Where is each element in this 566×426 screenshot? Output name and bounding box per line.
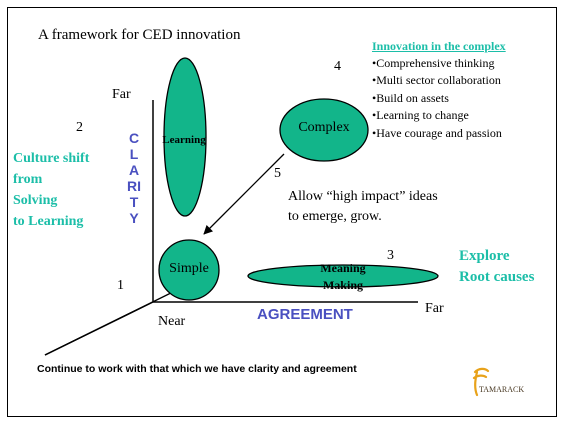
learning-label: Learning: [162, 134, 206, 146]
slide-title: A framework for CED innovation: [38, 27, 241, 43]
high-impact-note: Allow “high impact” ideas to emerge, gro…: [288, 187, 438, 227]
bottom-note-arrow: [44, 286, 184, 356]
meaning-making-label: Meaning Making: [302, 260, 384, 294]
explore-line: Root causes: [459, 269, 535, 285]
agreement-far-label: Far: [425, 301, 444, 316]
complex-to-simple-arrow: [203, 153, 285, 235]
culture-shift-line: from: [13, 172, 43, 187]
simple-label: Simple: [169, 261, 209, 276]
explore-root-causes-text: Explore Root causes: [459, 246, 534, 288]
culture-shift-line: Solving: [13, 193, 58, 208]
simple-ellipse: [158, 239, 220, 301]
panel-list-item: •Learning to change: [372, 108, 469, 123]
learning-ellipse: [163, 57, 207, 217]
meaning-making-ellipse: [247, 264, 439, 288]
slide-border: [7, 7, 557, 417]
step-number-2: 2: [76, 120, 83, 135]
meaning-making-line: Making: [322, 278, 363, 292]
tamarack-logo-text: TAMARACK: [479, 385, 524, 394]
complex-label: Complex: [298, 120, 350, 135]
culture-shift-line: Culture shift: [13, 151, 90, 166]
innovation-in-complex-panel: Innovation in the complex •Comprehensive…: [372, 39, 506, 142]
tamarack-logo: TAMARACK: [472, 367, 524, 397]
innovation-in-complex-heading: Innovation in the complex: [372, 39, 506, 53]
panel-list-item: •Comprehensive thinking: [372, 55, 495, 70]
meaning-making-line: Meaning: [320, 261, 366, 275]
step-number-5: 5: [274, 166, 281, 181]
complex-ellipse: [279, 98, 369, 162]
panel-list-item: •Build on assets: [372, 90, 449, 105]
culture-shift-line: to Learning: [13, 214, 84, 229]
step-number-4: 4: [334, 59, 341, 74]
bottom-note: Continue to work with that which we have…: [37, 363, 357, 375]
impact-note-line: Allow “high impact” ideas: [288, 189, 438, 204]
step-number-3: 3: [387, 248, 394, 263]
culture-shift-text: Culture shift from Solving to Learning: [13, 148, 89, 232]
clarity-far-label: Far: [112, 87, 131, 102]
step-number-1: 1: [117, 278, 124, 293]
impact-note-line: to emerge, grow.: [288, 209, 382, 224]
panel-list-item: •Have courage and passion: [372, 125, 502, 140]
clarity-axis-label: CLARITY: [127, 130, 141, 226]
panel-list-item: •Multi sector collaboration: [372, 73, 501, 88]
agreement-axis-label: AGREEMENT: [257, 306, 353, 323]
explore-line: Explore: [459, 248, 510, 264]
origin-near-label: Near: [158, 314, 186, 329]
